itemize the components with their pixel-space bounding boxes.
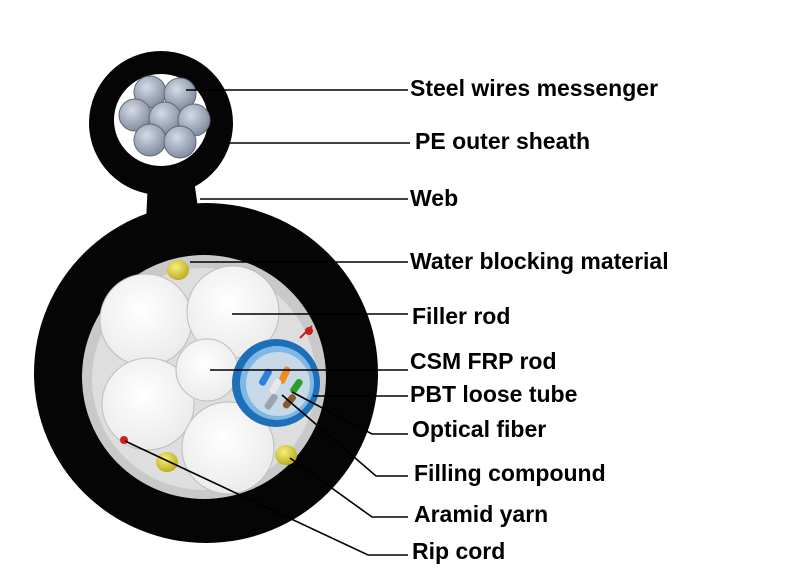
label-optical-fiber: Optical fiber xyxy=(412,416,546,442)
leader-lines xyxy=(124,89,410,556)
leader-optical-fiber xyxy=(291,391,408,435)
filler-rod xyxy=(101,357,195,451)
rip-cord xyxy=(305,327,313,335)
optical-fiber xyxy=(290,378,303,394)
steel-wire xyxy=(133,123,167,157)
leader-filling-compound xyxy=(281,394,408,477)
rip-cord xyxy=(120,436,128,444)
aramid-yarn xyxy=(275,445,297,465)
labels: Steel wires messenger PE outer sheath We… xyxy=(410,75,669,564)
filler-rod xyxy=(99,273,193,367)
rip-cord-strand xyxy=(299,325,313,339)
label-rip-cord: Rip cord xyxy=(412,538,505,564)
label-steel-wires-messenger: Steel wires messenger xyxy=(410,75,658,101)
main-cable-group xyxy=(34,203,378,543)
label-water-blocking-material: Water blocking material xyxy=(410,248,669,274)
optical-fiber xyxy=(278,366,291,384)
filler-rod xyxy=(181,401,275,495)
label-web: Web xyxy=(410,185,458,211)
label-filling-compound: Filling compound xyxy=(414,460,606,486)
optical-fiber xyxy=(259,368,272,386)
leader-aramid-yarn xyxy=(289,457,408,518)
aramid-yarn xyxy=(167,260,189,280)
steel-wire-bundle xyxy=(118,75,211,159)
steel-messenger-group xyxy=(89,51,233,195)
optical-fiber-bundle xyxy=(259,366,303,410)
aramid-yarn xyxy=(156,452,178,472)
label-aramid-yarn: Aramid yarn xyxy=(414,501,548,527)
optical-fiber xyxy=(269,378,282,394)
steel-wire xyxy=(163,125,197,159)
label-csm-frp-rod: CSM FRP rod xyxy=(410,348,557,374)
label-pe-outer-sheath: PE outer sheath xyxy=(415,128,590,154)
label-pbt-loose-tube: PBT loose tube xyxy=(410,381,577,407)
steel-wire xyxy=(163,77,197,111)
leader-rip-cord xyxy=(124,440,408,556)
label-filler-rod: Filler rod xyxy=(412,303,510,329)
optical-fiber xyxy=(264,393,278,410)
